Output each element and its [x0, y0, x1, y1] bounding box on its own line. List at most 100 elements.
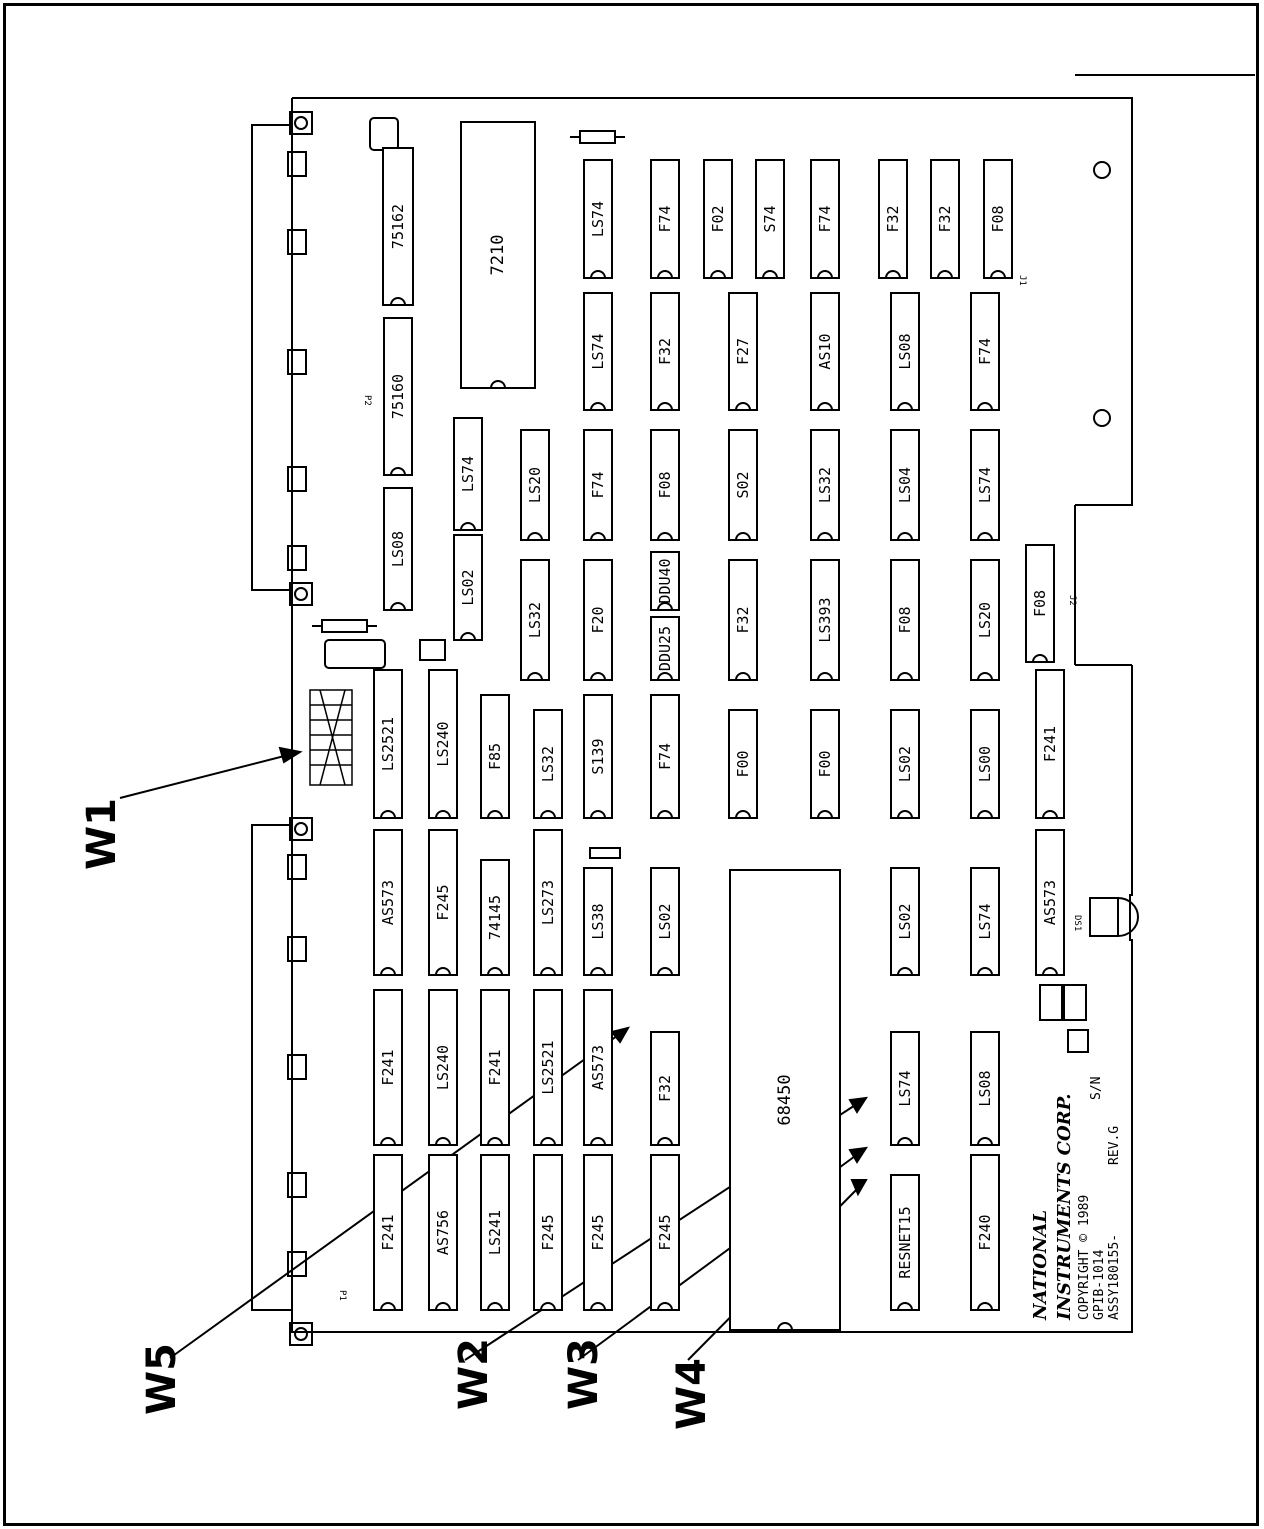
chip-body	[650, 867, 680, 976]
pin1-notch	[487, 967, 503, 976]
chip-body	[583, 429, 613, 541]
pin1-notch	[735, 810, 751, 819]
board-outline	[251, 97, 1133, 1333]
chip-part-label: LS74	[589, 201, 607, 237]
chip-u33: F32	[650, 1031, 680, 1146]
chip-u41: F32	[728, 559, 758, 681]
copyright-text: COPYRIGHT © 1989	[1077, 1195, 1092, 1320]
pin1-notch	[937, 270, 953, 279]
chip-body	[520, 429, 550, 541]
chip-part-label: DDU25	[656, 626, 674, 671]
pin1-notch	[590, 672, 606, 681]
chip-u3: AS573	[373, 829, 403, 976]
chip-body	[1035, 829, 1065, 976]
pin1-notch	[977, 402, 993, 411]
chip-body	[890, 709, 920, 819]
pin1-notch	[590, 810, 606, 819]
chip-body	[703, 159, 733, 279]
pin1-notch	[540, 810, 556, 819]
chip-u69: F08	[983, 159, 1013, 279]
chip-part-label: AS573	[589, 1045, 607, 1090]
pin1-notch	[897, 810, 913, 819]
chip-u43: F27	[728, 292, 758, 411]
chip-part-label: F245	[434, 884, 452, 920]
led-ds1	[1089, 897, 1139, 937]
chip-u40: F00	[728, 709, 758, 819]
chip-u62: LS20	[970, 559, 1000, 681]
chip-part-label: F27	[734, 338, 752, 365]
pin1-notch	[897, 532, 913, 541]
chip-u72: F08	[1025, 544, 1055, 663]
chip-body	[810, 559, 840, 681]
chip-body	[728, 709, 758, 819]
chip-u54: F08	[890, 559, 920, 681]
chip-body	[755, 159, 785, 279]
chip-body	[480, 989, 510, 1146]
chip-u49: F74	[810, 159, 840, 279]
pin1-notch	[885, 270, 901, 279]
chip-part-label: LS02	[459, 569, 477, 605]
chip-body	[728, 429, 758, 541]
pin1-notch	[897, 402, 913, 411]
chip-body	[890, 867, 920, 976]
chip-body	[428, 829, 458, 976]
chip-body	[970, 429, 1000, 541]
chip-part-label: LS32	[816, 467, 834, 503]
chip-u9: LS240	[428, 989, 458, 1146]
pin1-notch	[540, 1302, 556, 1311]
chip-body	[533, 1154, 563, 1311]
chip-part-label: 7210	[488, 235, 508, 276]
chip-body	[533, 829, 563, 976]
pin1-notch	[390, 602, 406, 611]
chip-part-label: DDU40	[656, 558, 674, 603]
jumper-block-w1	[309, 689, 353, 786]
chip-part-label: AS573	[1041, 880, 1059, 925]
chip-body	[453, 417, 483, 531]
chip-u66: F32	[878, 159, 908, 279]
chip-part-label: LS74	[896, 1070, 914, 1106]
chip-u35: F74	[650, 694, 680, 819]
chip-part-label: RESNET15	[896, 1206, 914, 1278]
chip-part-label: F32	[884, 205, 902, 232]
chip-part-label: LS02	[896, 903, 914, 939]
chip-part-label: 75160	[389, 374, 407, 419]
rev-text: REV.G	[1107, 1126, 1122, 1165]
pin1-notch	[897, 967, 913, 976]
chip-part-label: F32	[656, 338, 674, 365]
chip-body	[1025, 544, 1055, 663]
chip-part-label: F32	[734, 606, 752, 633]
chip-body	[930, 159, 960, 279]
chip-u65: LS74	[453, 417, 483, 531]
chip-part-label: S02	[734, 471, 752, 498]
pin1-notch	[817, 270, 833, 279]
chip-body	[810, 709, 840, 819]
chip-part-label: F08	[896, 606, 914, 633]
chip-u67: F32	[930, 159, 960, 279]
chip-body	[650, 1154, 680, 1311]
chip-part-label: F74	[976, 338, 994, 365]
chip-u1: F241	[373, 1154, 403, 1311]
chip-u49a: S74	[755, 159, 785, 279]
chip-u29: F74	[583, 429, 613, 541]
pin1-notch	[657, 270, 673, 279]
pin1-notch	[590, 532, 606, 541]
pin1-notch	[487, 1137, 503, 1146]
pin1-notch	[710, 270, 726, 279]
chip-part-label: F245	[539, 1214, 557, 1250]
chip-u20: LS273	[533, 829, 563, 976]
pin1-notch	[380, 1137, 396, 1146]
chip-u55: LS04	[890, 429, 920, 541]
chip-part-label: LS241	[486, 1210, 504, 1255]
chip-body	[583, 559, 613, 681]
chip-u48: AS10	[810, 292, 840, 411]
chip-body	[428, 1154, 458, 1311]
chip-part-label: 74145	[486, 895, 504, 940]
chip-body	[970, 1031, 1000, 1146]
pin1-notch	[657, 402, 673, 411]
pin1-notch	[1032, 654, 1048, 663]
chip-u45: F00	[810, 709, 840, 819]
pin1-notch	[817, 672, 833, 681]
callout-w4: W4	[669, 1358, 715, 1430]
